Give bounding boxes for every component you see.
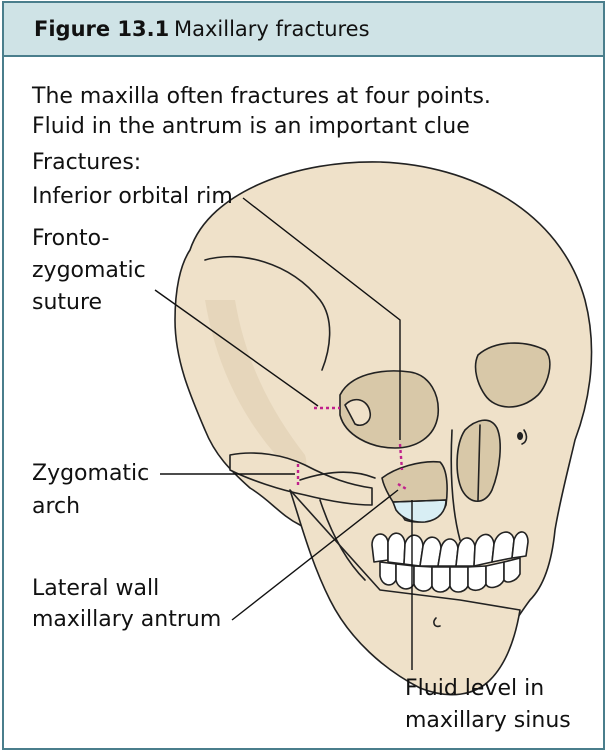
upper-teeth: [371, 531, 529, 567]
fracture-lateral-wall: [397, 482, 409, 492]
fluid-level-line: [392, 499, 447, 503]
skull: [174, 161, 593, 696]
label-inferior-orbital-rim: Inferior orbital rim: [32, 184, 233, 209]
leader-frontozygomatic: [154, 289, 319, 407]
fracture-inferior-orbital-rim: [398, 443, 404, 471]
right-orbit: [474, 342, 551, 408]
figure-number: Figure 13.1: [34, 17, 170, 41]
cheek-line: [299, 471, 376, 481]
sinus-fluid: [392, 499, 447, 523]
label-zygomatic-arch-1: Zygomatic: [32, 461, 150, 486]
leader-lines: [154, 197, 413, 670]
label-lateral-wall-2: maxillary antrum: [32, 607, 222, 632]
ramus-line: [319, 499, 366, 581]
chin-mark: [433, 617, 441, 628]
infraorbital-mark: [521, 429, 528, 445]
intro-line-1: The maxilla often fractures at four poin…: [32, 84, 491, 109]
leader-inferior-orbital-rim: [242, 197, 401, 440]
label-lateral-wall-1: Lateral wall: [32, 576, 160, 601]
fracture-marks: [296, 406, 409, 492]
temporal-line: [204, 255, 331, 371]
label-fluid-level-2: maxillary sinus: [405, 708, 571, 733]
left-orbit: [339, 370, 439, 449]
fractures-heading: Fractures:: [32, 150, 142, 175]
label-frontozygomatic-2: zygomatic: [32, 258, 146, 283]
nasal-septum: [477, 424, 481, 501]
mandible: [289, 489, 521, 696]
left-orbit-inner: [344, 398, 372, 427]
label-frontozygomatic-3: suture: [32, 290, 103, 315]
maxilla-edge: [450, 429, 461, 541]
label-frontozygomatic-1: Fronto-: [32, 226, 110, 251]
lower-teeth: [379, 557, 521, 593]
figure-title: Maxillary fractures: [174, 17, 370, 41]
leader-lateral-wall: [231, 489, 399, 621]
intro-line-2: Fluid in the antrum is an important clue: [32, 114, 470, 139]
figure-header: Figure 13.1 Maxillary fractures: [4, 3, 603, 57]
label-zygomatic-arch-2: arch: [32, 494, 81, 519]
label-fluid-level-1: Fluid level in: [405, 676, 545, 701]
infraorbital-foramen: [517, 432, 524, 440]
